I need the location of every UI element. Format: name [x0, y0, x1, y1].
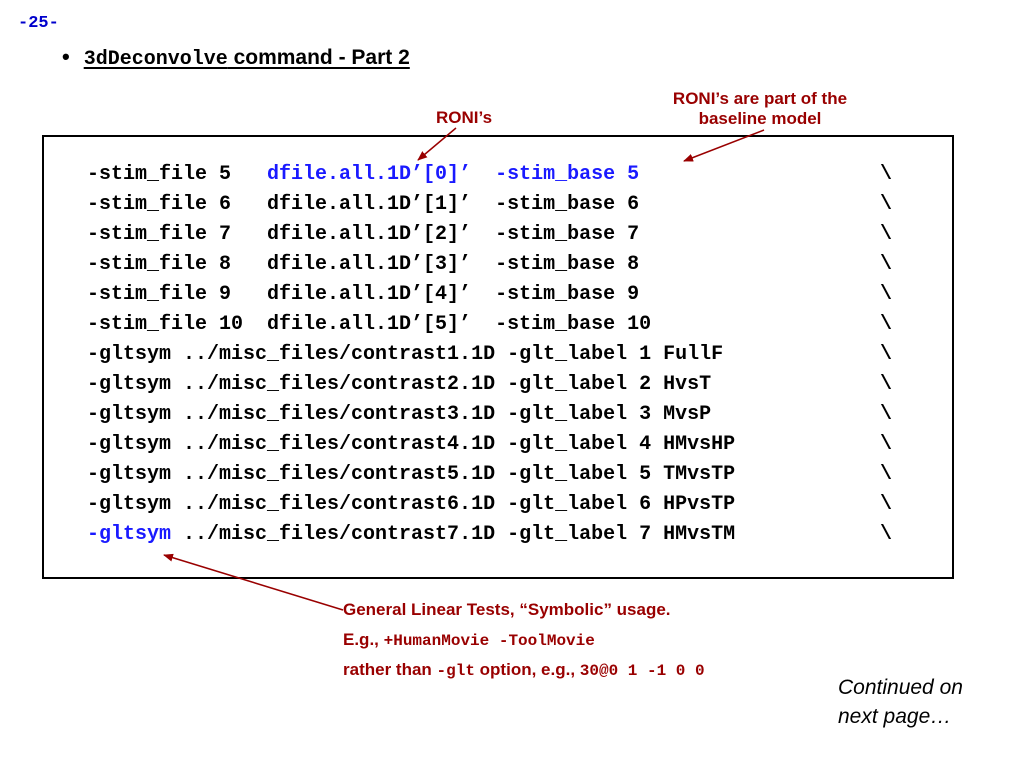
line-continuation: \	[880, 283, 893, 306]
line-continuation: \	[880, 223, 893, 246]
title-command: 3dDeconvolve	[83, 48, 228, 71]
note-line-2: E.g., +HumanMovie -ToolMovie	[343, 628, 705, 658]
code-line: -gltsym ../misc_files/contrast7.1D -glt_…	[87, 523, 735, 547]
line-continuation: \	[880, 373, 893, 396]
ronis-baseline-annotation: RONI’s are part of the baseline model	[640, 89, 880, 129]
line-continuation: \	[880, 433, 893, 456]
note-rather-label: rather than	[343, 660, 437, 679]
code-line: -gltsym ../misc_files/contrast5.1D -glt_…	[87, 463, 735, 487]
code-block-frame	[42, 135, 954, 579]
line-continuation: \	[880, 523, 893, 546]
code-text: -gltsym ../misc_files/contrast4.1D -glt_…	[87, 433, 736, 456]
page-number: -25-	[18, 14, 59, 33]
code-line: -stim_file 7 dfile.all.1D’[2]’ -stim_bas…	[87, 223, 639, 247]
continued-note: Continued on next page…	[838, 673, 963, 731]
code-text: -stim_file 6 dfile.all.1D’[1]’ -stim_bas…	[87, 193, 640, 216]
note-example-code: +HumanMovie -ToolMovie	[383, 632, 595, 650]
code-highlight: -gltsym	[87, 523, 172, 546]
line-continuation: \	[880, 193, 893, 216]
code-line: -gltsym ../misc_files/contrast4.1D -glt_…	[87, 433, 735, 457]
line-continuation: \	[880, 313, 893, 336]
line-continuation: \	[880, 343, 893, 366]
code-text: -gltsym ../misc_files/contrast2.1D -glt_…	[87, 373, 712, 396]
code-line: -gltsym ../misc_files/contrast1.1D -glt_…	[87, 343, 723, 367]
code-text: -gltsym ../misc_files/contrast6.1D -glt_…	[87, 493, 736, 516]
code-line: -stim_file 9 dfile.all.1D’[4]’ -stim_bas…	[87, 283, 639, 307]
slide-title: • 3dDeconvolve command - Part 2	[62, 44, 410, 71]
code-text: -stim_file 9 dfile.all.1D’[4]’ -stim_bas…	[87, 283, 640, 306]
code-text: -gltsym ../misc_files/contrast5.1D -glt_…	[87, 463, 736, 486]
gltsym-arrow	[163, 553, 344, 611]
code-text: -stim_file 5	[87, 163, 268, 186]
continued-line-2: next page…	[838, 705, 952, 728]
ronis-baseline-line1: RONI’s are part of the	[672, 89, 848, 108]
code-text: -stim_file 10 dfile.all.1D’[5]’ -stim_ba…	[87, 313, 652, 336]
code-line: -gltsym ../misc_files/contrast2.1D -glt_…	[87, 373, 711, 397]
title-rest: command - Part 2	[227, 46, 410, 69]
code-text: ../misc_files/contrast7.1D -glt_label 7 …	[171, 523, 736, 546]
note-glt-option: -glt	[436, 662, 475, 680]
ronis-baseline-line2: baseline model	[698, 109, 822, 128]
code-line: -stim_file 5 dfile.all.1D’[0]’ -stim_bas…	[87, 163, 639, 187]
code-text: -gltsym ../misc_files/contrast3.1D -glt_…	[87, 403, 712, 426]
code-line: -gltsym ../misc_files/contrast3.1D -glt_…	[87, 403, 711, 427]
note-eg-label: E.g.,	[343, 630, 384, 649]
bullet-icon: •	[62, 44, 70, 69]
baseline-arrow	[683, 129, 765, 162]
code-text: -gltsym ../misc_files/contrast1.1D -glt_…	[87, 343, 724, 366]
continued-line-1: Continued on	[838, 676, 963, 699]
line-continuation: \	[880, 253, 893, 276]
note-line-3: rather than -glt option, e.g., 30@0 1 -1…	[343, 658, 705, 688]
line-continuation: \	[880, 463, 893, 486]
ronis-annotation: RONI’s	[436, 108, 493, 127]
code-line: -stim_file 10 dfile.all.1D’[5]’ -stim_ba…	[87, 313, 651, 337]
code-highlight: dfile.all.1D’[0]’ -stim_base 5	[267, 163, 640, 186]
ronis-arrow	[417, 127, 457, 161]
note-glt-example: 30@0 1 -1 0 0	[579, 662, 705, 680]
code-line: -gltsym ../misc_files/contrast6.1D -glt_…	[87, 493, 735, 517]
note-option-text: option, e.g.,	[474, 660, 580, 679]
code-text: -stim_file 7 dfile.all.1D’[2]’ -stim_bas…	[87, 223, 640, 246]
code-line: -stim_file 6 dfile.all.1D’[1]’ -stim_bas…	[87, 193, 639, 217]
line-continuation: \	[880, 493, 893, 516]
glt-note: General Linear Tests, “Symbolic” usage. …	[343, 598, 705, 688]
code-line: -stim_file 8 dfile.all.1D’[3]’ -stim_bas…	[87, 253, 639, 277]
note-line-1: General Linear Tests, “Symbolic” usage.	[343, 600, 671, 619]
code-text: -stim_file 8 dfile.all.1D’[3]’ -stim_bas…	[87, 253, 640, 276]
line-continuation: \	[880, 163, 893, 186]
line-continuation: \	[880, 403, 893, 426]
